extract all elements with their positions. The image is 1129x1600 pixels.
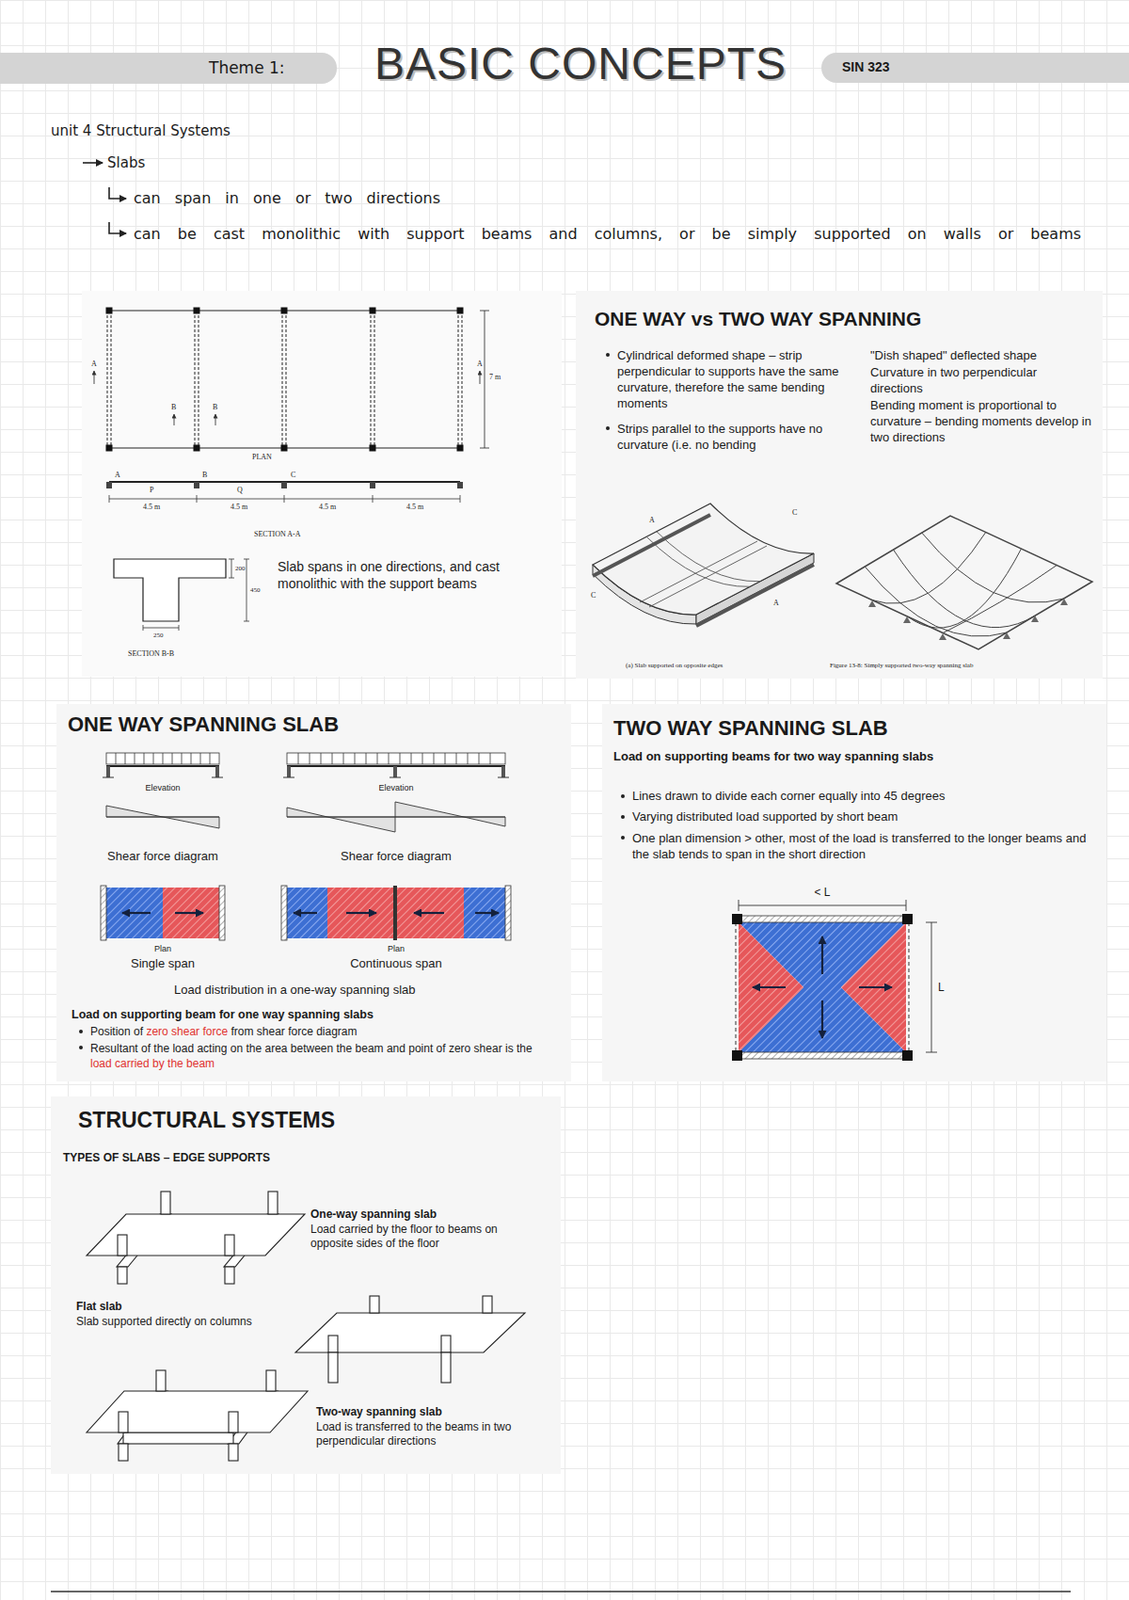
panel-text: Continuous span: [330, 955, 462, 971]
panel-text: Slab supported directly on columns: [76, 1314, 303, 1329]
panel-heading: SIN 323: [842, 59, 891, 77]
panel-text: Curvature in two perpendicular direction…: [870, 364, 1092, 397]
dimension-label: 4.5 m: [318, 502, 336, 512]
dimension-label: Q: [237, 485, 243, 495]
panel-heading: STRUCTURAL SYSTEMS: [78, 1106, 530, 1134]
dimension-label: 4.5 m: [230, 502, 248, 512]
dimension-label: A: [773, 598, 780, 608]
panel-text: Load is transferred to the beams in two …: [316, 1419, 542, 1448]
dimension-label: C: [792, 508, 797, 518]
dimension-label: B: [212, 402, 218, 413]
panel-heading: ONE WAY vs TWO WAY SPANNING: [594, 306, 1084, 332]
panel-text: Load distribution in a one-way spanning …: [174, 982, 532, 998]
page-title: BASIC CONCEPTS: [354, 35, 807, 93]
panel-text: Varying distributed load supported by sh…: [632, 809, 1094, 825]
dimension-label: 200: [235, 564, 246, 573]
comparison-panel: ONE WAY vs TWO WAY SPANNING Cylindrical d…: [575, 290, 1103, 679]
panel-text: Single span: [106, 955, 220, 971]
dimension-label: 7 m: [489, 372, 501, 382]
note-text: from shear force diagram: [230, 1024, 357, 1038]
panel-text: Load on supporting beams for two way spa…: [613, 748, 1094, 764]
dimension-label: A: [649, 515, 655, 525]
panel-text: Two-way spanning slab: [316, 1404, 542, 1419]
panel-text: Shear force diagram: [330, 848, 462, 864]
panel-text: "Dish shaped" deflected shape: [870, 347, 1092, 364]
handwritten-note: Slabs: [107, 154, 145, 173]
panel-text: Elevation: [115, 782, 210, 794]
panel-heading: TWO WAY SPANNING SLAB: [613, 715, 1094, 742]
bullet-line: Resultant of the load acting on the area…: [90, 1040, 533, 1071]
panel-text: Plan: [349, 943, 444, 955]
dimension-label: 250: [153, 631, 164, 640]
panel-text: L: [938, 980, 945, 995]
dimension-label: A: [114, 470, 121, 480]
panel-text: (a) Slab supported on opposite edges: [625, 661, 805, 670]
dimension-label: A: [477, 359, 483, 369]
dimension-label: P: [149, 485, 154, 495]
dimension-label: 4.5 m: [143, 502, 160, 512]
dimension-label: C: [590, 590, 596, 601]
bullet-line: Position of zero shear force from shear …: [90, 1024, 552, 1039]
panel-text: SECTION A-A: [254, 529, 302, 540]
note-text: load carried by the beam: [90, 1056, 215, 1070]
theme-pill: Theme 1:: [0, 52, 337, 84]
dimension-label: B: [171, 402, 176, 413]
panel-text: Figure 13-8: Simply supported two-way sp…: [829, 661, 1084, 670]
handwritten-note: can be cast monolithic with support beam…: [133, 216, 1113, 253]
panel-text: Shear force diagram: [96, 848, 229, 864]
panel-text: Load on supporting beam for one way span…: [71, 1007, 561, 1023]
panel-text: Load carried by the floor to beams on op…: [310, 1222, 537, 1251]
dimension-label: 4.5 m: [406, 502, 424, 512]
panel-heading: ONE WAY SPANNING SLAB: [67, 711, 557, 738]
systems-panel: STRUCTURAL SYSTEMS TYPES OF SLABS – EDGE …: [50, 1096, 561, 1474]
panel-text: Cylindrical deformed shape – strip perpe…: [617, 347, 853, 412]
handwritten-note: unit 4 Structural Systems: [50, 122, 231, 141]
panel-text: Slab spans in one directions, and cast m…: [277, 558, 551, 592]
two-way-panel: TWO WAY SPANNING SLAB Load on supporting …: [602, 703, 1107, 1082]
panel-text: Lines drawn to divide each corner equall…: [632, 788, 1094, 804]
panel-text: One plan dimension > other, most of the …: [632, 829, 1098, 862]
panel-text: Bending moment is proportional to curvat…: [870, 397, 1092, 446]
note-text: Position of: [90, 1024, 144, 1038]
note-text: Resultant of the load acting on the area…: [90, 1041, 533, 1055]
dimension-label: A: [91, 359, 97, 369]
panel-text: < L: [803, 885, 842, 900]
panel-heading: Theme 1:: [208, 58, 286, 79]
figure-panel: PLAN SECTION A-A SECTION B-B Slab spans in …: [81, 290, 562, 677]
handwritten-note: can span in one or two directions: [133, 189, 441, 208]
panel-text: One-way spanning slab: [310, 1207, 537, 1222]
dimension-label: 450: [250, 586, 261, 595]
panel-text: TYPES OF SLABS – EDGE SUPPORTS: [63, 1150, 440, 1165]
panel-text: Strips parallel to the supports have no …: [617, 420, 853, 453]
panel-heading: PLAN: [252, 452, 272, 462]
panel-text: SECTION B-B: [127, 649, 175, 659]
one-way-panel: Position of zero shear force from shear …: [56, 703, 572, 1082]
panel-text: Elevation: [349, 782, 444, 794]
panel-text: Flat slab: [76, 1299, 303, 1314]
dimension-label: B: [202, 470, 207, 480]
note-text: zero shear force: [145, 1024, 228, 1038]
dimension-label: C: [290, 470, 296, 480]
course-pill: SIN 323: [821, 52, 1129, 83]
panel-text: Plan: [115, 943, 210, 955]
